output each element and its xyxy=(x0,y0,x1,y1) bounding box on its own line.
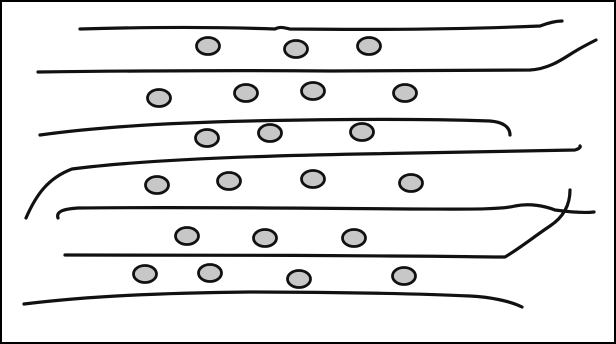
dot-16 xyxy=(254,230,277,247)
dot-5 xyxy=(235,85,258,102)
dot-15 xyxy=(176,228,199,245)
dot-2 xyxy=(285,41,308,58)
dot-18 xyxy=(134,266,157,283)
dot-3 xyxy=(358,38,381,55)
dot-10 xyxy=(351,124,374,141)
dot-20 xyxy=(288,271,311,288)
dot-11 xyxy=(146,177,169,194)
dot-4 xyxy=(148,90,171,107)
dot-21 xyxy=(393,268,416,285)
dot-12 xyxy=(218,173,241,190)
dot-17 xyxy=(343,230,366,247)
dot-1 xyxy=(197,38,220,55)
dot-6 xyxy=(302,83,325,100)
dot-9 xyxy=(259,125,282,142)
dot-7 xyxy=(394,85,417,102)
dot-19 xyxy=(199,265,222,282)
dot-14 xyxy=(400,175,423,192)
dot-8 xyxy=(196,130,219,147)
dot-13 xyxy=(302,171,325,188)
